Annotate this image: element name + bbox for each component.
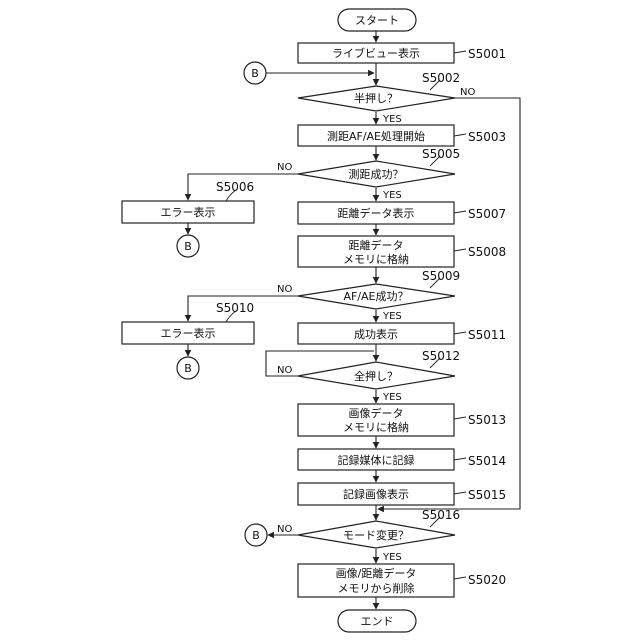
- process-label: 記録画像表示: [343, 487, 409, 501]
- process-s5007: 距離データ表示 S5007: [298, 202, 506, 224]
- process-label: 記録媒体に記録: [338, 453, 415, 467]
- process-label-line1: 画像/距離データ: [336, 566, 417, 580]
- connector-label: B: [184, 240, 192, 253]
- yes-label: YES: [382, 552, 402, 563]
- step-id: S5020: [468, 573, 506, 587]
- process-label-line1: 画像データ: [349, 406, 404, 420]
- decision-label: 半押し？: [354, 91, 398, 105]
- end-label: エンド: [361, 615, 394, 628]
- yes-label: YES: [382, 311, 402, 322]
- connector-b-top: B: [244, 62, 266, 84]
- step-id: S5008: [468, 245, 506, 259]
- step-id: S5005: [422, 147, 460, 161]
- step-id: S5003: [468, 130, 506, 144]
- yes-label: YES: [382, 190, 402, 201]
- no-label: NO: [277, 284, 292, 295]
- step-id: S5002: [422, 71, 460, 85]
- start-label: スタート: [355, 14, 399, 27]
- decision-s5012: 全押し？ S5012 YES NO: [277, 349, 460, 403]
- process-label: ライブビュー表示: [332, 46, 420, 60]
- process-s5003: 測距AF/AE処理開始 S5003: [298, 125, 506, 146]
- process-label: 測距AF/AE処理開始: [327, 129, 425, 143]
- decision-label: AF/AE成功？: [343, 290, 408, 303]
- no-label: NO: [277, 365, 292, 376]
- step-id: S5010: [216, 301, 254, 315]
- process-label: 成功表示: [354, 327, 398, 341]
- process-s5014: 記録媒体に記録 S5014: [298, 449, 506, 470]
- process-s5020: 画像/距離データ メモリから削除 S5020: [298, 564, 506, 597]
- step-id: S5006: [216, 180, 254, 194]
- decision-label: 全押し？: [354, 369, 398, 383]
- connector-label: B: [252, 529, 260, 542]
- process-label-line1: 距離データ: [349, 238, 404, 252]
- start-terminal: スタート: [338, 9, 416, 31]
- decision-s5009: AF/AE成功？ S5009 YES NO: [277, 269, 460, 322]
- decision-label: 測距成功？: [349, 167, 404, 181]
- connector-label: B: [184, 362, 192, 375]
- process-label: 距離データ表示: [338, 206, 415, 220]
- flow-lines: [188, 31, 520, 609]
- step-id: S5011: [468, 328, 506, 342]
- no-label: NO: [460, 87, 475, 98]
- process-label: エラー表示: [161, 205, 216, 219]
- process-label: エラー表示: [161, 326, 216, 340]
- decision-s5005: 測距成功？ S5005 YES NO: [277, 147, 460, 201]
- process-s5015: 記録画像表示 S5015: [298, 483, 506, 505]
- yes-label: YES: [382, 114, 402, 125]
- end-terminal: エンド: [338, 610, 416, 632]
- step-id: S5009: [422, 269, 460, 283]
- process-label-line2: メモリに格納: [343, 420, 409, 434]
- process-s5011: 成功表示 S5011: [298, 323, 506, 344]
- no-label: NO: [277, 524, 292, 535]
- connector-label: B: [251, 67, 259, 80]
- step-id: S5016: [422, 508, 460, 522]
- process-s5001: ライブビュー表示 S5001: [298, 43, 506, 63]
- step-id: S5014: [468, 454, 506, 468]
- step-id: S5001: [468, 47, 506, 61]
- decision-label: モード変更？: [343, 528, 409, 542]
- step-id: S5015: [468, 488, 506, 502]
- process-s5008: 距離データ メモリに格納 S5008: [298, 236, 506, 267]
- process-label-line2: メモリから削除: [338, 581, 415, 595]
- connector-b-s5006: B: [177, 235, 199, 257]
- process-label-line2: メモリに格納: [343, 252, 409, 266]
- step-id: S5007: [468, 207, 506, 221]
- decision-s5002: 半押し？ S5002 YES NO: [298, 71, 475, 125]
- step-id: S5012: [422, 349, 460, 363]
- decision-s5016: モード変更？ S5016 YES NO: [277, 508, 460, 563]
- no-label: NO: [277, 162, 292, 173]
- connector-b-s5010: B: [177, 357, 199, 379]
- step-id: S5013: [468, 413, 506, 427]
- yes-label: YES: [382, 392, 402, 403]
- process-s5013: 画像データ メモリに格納 S5013: [298, 404, 506, 436]
- connector-b-bottom: B: [245, 524, 267, 546]
